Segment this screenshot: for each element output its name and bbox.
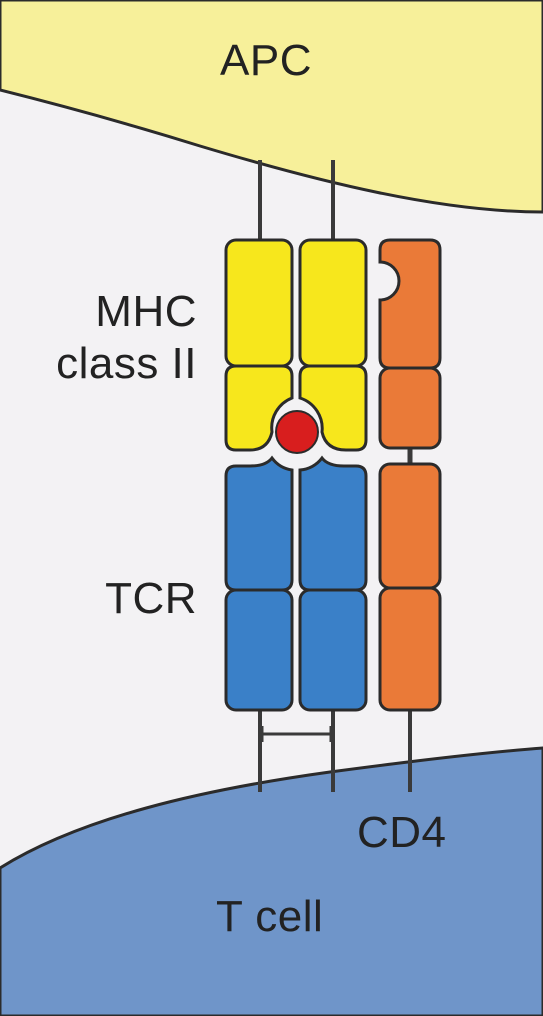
tcr-beta-variable-domain [298, 455, 368, 592]
t-cell-label: T cell [216, 892, 324, 941]
cd4-coreceptor [378, 238, 442, 712]
cd4-d4-domain [378, 586, 442, 712]
cd4-d2-domain [378, 366, 442, 450]
mhc-beta2-domain [298, 238, 368, 368]
tcr-label: TCR [105, 574, 197, 623]
cd4-d3-domain [378, 462, 442, 590]
apc-label: APC [220, 36, 312, 85]
mhc-label-line2: class II [56, 339, 197, 388]
t-cell-membrane [0, 746, 543, 1016]
cd4-d1-domain [378, 238, 442, 370]
cd4-label: CD4 [357, 808, 447, 857]
apc-membrane [0, 0, 543, 214]
tcr-alpha-variable-domain [224, 455, 294, 592]
transmembrane-stalks [258, 160, 413, 792]
mhc-alpha2-domain [224, 238, 294, 368]
mhc-label-line1: MHC [95, 287, 197, 336]
tcr-beta-constant-domain [298, 588, 368, 712]
tcr-alpha-constant-domain [224, 588, 294, 712]
mhc-class-ii [224, 238, 368, 452]
mhc-beta1-domain [298, 364, 368, 452]
peptide [275, 410, 319, 454]
tcr [224, 455, 368, 712]
mhc-alpha1-domain [224, 364, 294, 452]
mhc-class-ii-label: MHC class II [56, 286, 197, 390]
